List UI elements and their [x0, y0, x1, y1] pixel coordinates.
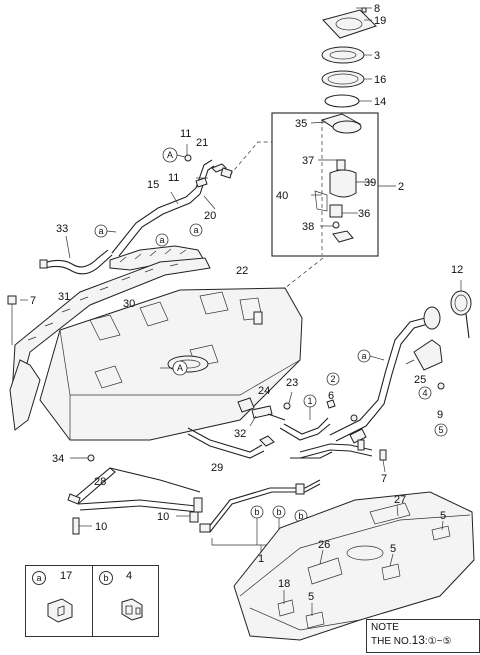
ref-2: 2	[330, 374, 335, 384]
callout-10a: 10	[157, 511, 169, 523]
callout-30: 30	[123, 298, 135, 310]
callout-37: 37	[302, 155, 314, 167]
callout-31: 31	[58, 291, 70, 303]
hose-6	[279, 417, 331, 441]
note-box: NOTE THE NO.13:①~⑤	[366, 619, 480, 653]
callout-7b: 7	[381, 473, 387, 485]
callout-5a: 5	[440, 510, 446, 522]
heat-shield-left	[9, 257, 211, 431]
note-range: :①~⑤	[424, 636, 452, 647]
callout-38: 38	[302, 221, 314, 233]
callout-8: 8	[374, 3, 380, 15]
callout-7a: 7	[30, 295, 36, 307]
callout-21: 21	[196, 137, 208, 149]
callout-26: 26	[318, 539, 330, 551]
callout-40: 40	[276, 190, 288, 202]
legend-a-circle: a	[32, 571, 46, 585]
valve-32	[237, 397, 286, 421]
ref-5: 5	[438, 425, 443, 435]
pump-plate	[322, 7, 377, 39]
ref-a-3: a	[193, 225, 198, 235]
legend-b-part: 4	[126, 570, 133, 582]
callout-12: 12	[451, 264, 463, 276]
filler-bracket	[413, 339, 443, 371]
gasket-ring	[321, 70, 365, 88]
fuel-line-assembly	[199, 479, 321, 533]
callout-6: 6	[328, 390, 334, 402]
callout-16: 16	[374, 74, 386, 86]
note-text: THE NO.13:①~⑤	[371, 634, 475, 648]
callout-18: 18	[278, 578, 290, 590]
ref-A-2: A	[177, 363, 183, 373]
callout-9: 9	[437, 409, 443, 421]
callout-39: 39	[364, 177, 376, 189]
callout-15: 15	[147, 179, 159, 191]
callout-25: 25	[414, 374, 426, 386]
callout-34: 34	[52, 453, 64, 465]
ref-b-3: b	[298, 511, 303, 521]
ref-a-2: a	[159, 235, 164, 245]
fuel-tank-lower	[233, 491, 475, 641]
callout-23: 23	[286, 377, 298, 389]
callout-29: 29	[211, 462, 223, 474]
tank-strap-28	[67, 467, 203, 513]
callout-14: 14	[374, 96, 386, 108]
note-prefix: THE NO.	[371, 636, 412, 647]
callout-1: 1	[258, 553, 264, 565]
ref-a-1: a	[98, 226, 103, 236]
callout-32: 32	[234, 428, 246, 440]
ref-1: 1	[307, 396, 312, 406]
callout-11a: 11	[180, 128, 191, 140]
callout-20: 20	[204, 210, 216, 222]
clip-drawings	[47, 598, 143, 623]
callout-11b: 11	[168, 172, 179, 184]
ref-b-2: b	[276, 507, 281, 517]
filler-neck-pipe	[299, 306, 441, 459]
callout-19: 19	[374, 15, 386, 27]
callout-35: 35	[295, 118, 307, 130]
tank-strap-29	[187, 427, 275, 459]
pump-module-box	[271, 112, 379, 257]
clip-4-icon	[121, 598, 143, 621]
callout-2: 2	[398, 181, 404, 193]
ref-A-1: A	[167, 150, 173, 160]
filler-neck-hose	[39, 249, 113, 275]
ref-b-1: b	[254, 507, 259, 517]
ref-a-4: a	[361, 351, 366, 361]
callout-28: 28	[94, 476, 106, 488]
clip-17-icon	[47, 598, 73, 623]
o-ring	[324, 94, 360, 108]
ref-4: 4	[422, 388, 427, 398]
callout-24: 24	[258, 385, 270, 397]
fuel-cap	[450, 290, 472, 339]
callout-33: 33	[56, 223, 68, 235]
callout-5c: 5	[308, 591, 314, 603]
callout-22: 22	[236, 265, 248, 277]
legend-a-part: 17	[60, 570, 73, 582]
note-title: NOTE	[371, 622, 399, 633]
legend-b-circle: b	[99, 571, 113, 585]
note-number: 13	[411, 633, 425, 647]
callout-10b: 10	[95, 521, 107, 533]
lock-ring	[321, 46, 365, 64]
callout-36: 36	[358, 208, 370, 220]
callout-27: 27	[394, 494, 406, 506]
clip-legend: a 17 b 4	[25, 565, 159, 637]
callout-3: 3	[374, 50, 380, 62]
callout-5b: 5	[390, 543, 396, 555]
vapor-hose	[111, 154, 233, 257]
